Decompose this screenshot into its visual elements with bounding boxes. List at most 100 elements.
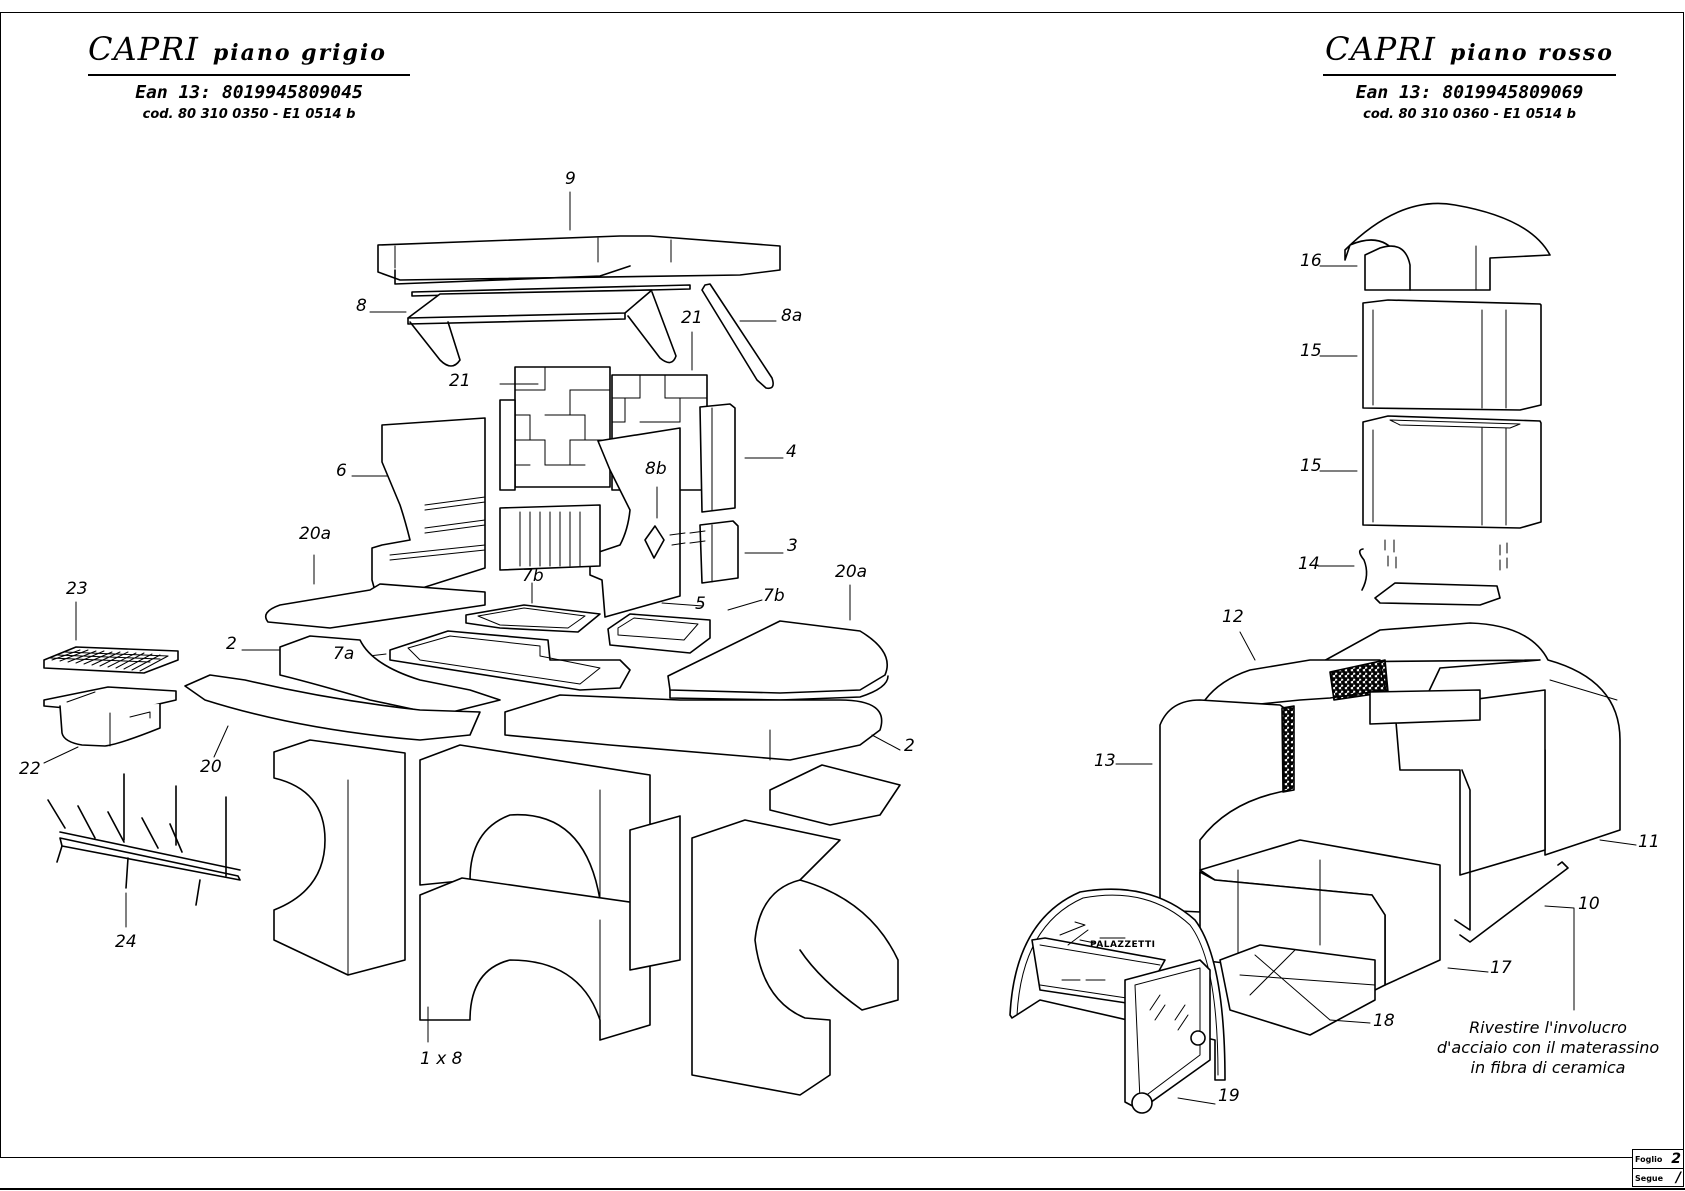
part-20-curved-shelf xyxy=(184,674,481,741)
part-18-oven-floor xyxy=(1219,944,1376,1036)
leader-22 xyxy=(43,746,79,764)
callout-19: 19 xyxy=(1218,1086,1240,1106)
part-4-upper-side-block xyxy=(699,403,736,513)
part-8-hood-shelf xyxy=(407,284,691,367)
callout-23: 23 xyxy=(66,579,88,599)
part-22-ash-tray xyxy=(43,686,177,747)
note-line-3: in fibra di ceramica xyxy=(1470,1058,1626,1077)
part-23-grill-grate xyxy=(43,646,179,674)
note-line-1: Rivestire l'involucro xyxy=(1469,1018,1627,1037)
leader-5 xyxy=(661,602,704,607)
leader-17 xyxy=(1447,967,1489,973)
callout-8b: 8b xyxy=(645,459,667,479)
part-8a-hook-rod xyxy=(701,283,774,390)
part-15-chimney-lower xyxy=(1362,415,1542,529)
callout-21-right: 21 xyxy=(681,308,703,328)
callout-20a-right: 20a xyxy=(835,562,868,582)
callout-6: 6 xyxy=(336,461,347,481)
left-title-rule xyxy=(88,74,410,76)
foglio-label: Foglio xyxy=(1635,1154,1663,1164)
leader-12 xyxy=(1239,631,1256,661)
part-14-damper-plate xyxy=(1358,539,1508,606)
leader-20 xyxy=(213,725,229,758)
part-6-left-side-wall xyxy=(371,417,486,603)
part-3-lower-side-block xyxy=(699,520,739,584)
drawing-frame xyxy=(0,12,1684,1158)
part-19-oven-door xyxy=(1009,888,1226,1114)
part-7b-hearth-plate-right xyxy=(607,613,711,654)
part-11-oven-housing xyxy=(1321,622,1621,931)
callout-11: 11 xyxy=(1638,832,1660,852)
right-product-name: CAPRI xyxy=(1325,30,1436,68)
callout-16: 16 xyxy=(1300,251,1322,271)
callout-3: 3 xyxy=(787,536,798,556)
callout-20a-left: 20a xyxy=(299,524,332,544)
left-code: cod. 80 310 0350 - E1 0514 b xyxy=(142,107,356,122)
leader-2-right xyxy=(871,734,901,751)
left-product-variant: piano grigio xyxy=(212,40,387,66)
part-15-chimney-upper xyxy=(1362,299,1542,411)
part-8b-bracket xyxy=(644,525,706,559)
callout-10: 10 xyxy=(1578,894,1600,914)
sheet-info-box: Foglio 2 Segue / xyxy=(1632,1149,1684,1187)
callout-8a: 8a xyxy=(781,306,803,326)
callout-18: 18 xyxy=(1373,1011,1395,1031)
right-product-variant: piano rosso xyxy=(1449,40,1614,66)
leader-10 xyxy=(1544,905,1575,1011)
bottom-border xyxy=(0,1188,1685,1190)
leader-18 xyxy=(1329,1019,1371,1024)
callout-21-left: 21 xyxy=(449,371,471,391)
back-fire-panel xyxy=(499,504,601,571)
part-20a-left-countertop xyxy=(264,583,486,629)
part-5-right-side-wall xyxy=(589,427,681,618)
callout-7b-right: 7b xyxy=(763,586,785,606)
right-title-rule xyxy=(1323,74,1616,76)
callout-15-upper: 15 xyxy=(1300,341,1322,361)
callout-7a: 7a xyxy=(333,644,355,664)
left-ean: Ean 13: 8019945809045 xyxy=(135,82,363,103)
callout-2-right: 2 xyxy=(904,736,915,756)
right-code: cod. 80 310 0360 - E1 0514 b xyxy=(1363,107,1576,122)
callout-20: 20 xyxy=(200,757,222,777)
part-7b-hearth-plate-left xyxy=(465,604,601,633)
callout-5: 5 xyxy=(695,594,706,614)
callout-24: 24 xyxy=(115,932,137,952)
note-line-2: d'acciaio con il materassino xyxy=(1436,1038,1660,1057)
callout-1x8: 1 x 8 xyxy=(420,1049,463,1069)
callout-7b-left: 7b xyxy=(522,566,544,586)
sheet-number-row: Foglio 2 xyxy=(1633,1150,1683,1169)
part-16-chimney-cap xyxy=(1344,202,1551,291)
callout-22: 22 xyxy=(19,759,41,779)
callout-2-left: 2 xyxy=(226,634,237,654)
next-sheet-row: Segue / xyxy=(1633,1169,1683,1187)
right-title-block: CAPRI piano rosso xyxy=(1325,30,1614,68)
callout-4: 4 xyxy=(786,442,797,462)
leader-7b-right xyxy=(727,599,763,611)
part-7a-hearth-base xyxy=(389,630,631,691)
door-brand-logo: PALAZZETTI xyxy=(1090,940,1156,950)
callout-15-lower: 15 xyxy=(1300,456,1322,476)
assembly-note: Rivestire l'involucro d'acciaio con il m… xyxy=(1418,1018,1678,1078)
segue-label: Segue xyxy=(1635,1173,1664,1183)
part-13-front-arch xyxy=(1159,699,1295,913)
callout-9: 9 xyxy=(565,169,576,189)
part-10-steel-base xyxy=(1459,861,1569,943)
callout-12: 12 xyxy=(1222,607,1244,627)
part-9-top-slab xyxy=(377,235,781,285)
left-product-name: CAPRI xyxy=(88,30,199,68)
callout-17: 17 xyxy=(1490,958,1512,978)
left-title-block: CAPRI piano grigio xyxy=(88,30,387,68)
part-2-base-slab-right xyxy=(504,694,883,761)
leader-11 xyxy=(1599,839,1637,846)
callout-8: 8 xyxy=(356,296,367,316)
part-21-brick-panel-left xyxy=(499,366,611,491)
foglio-value: 2 xyxy=(1671,1151,1681,1167)
part-2-base-slab-left xyxy=(279,635,501,716)
callout-13: 13 xyxy=(1094,751,1116,771)
right-ean: Ean 13: 8019945809069 xyxy=(1355,82,1584,103)
part-1-arch-blocks xyxy=(273,739,901,1096)
callout-14: 14 xyxy=(1298,554,1320,574)
leader-19 xyxy=(1177,1097,1216,1105)
